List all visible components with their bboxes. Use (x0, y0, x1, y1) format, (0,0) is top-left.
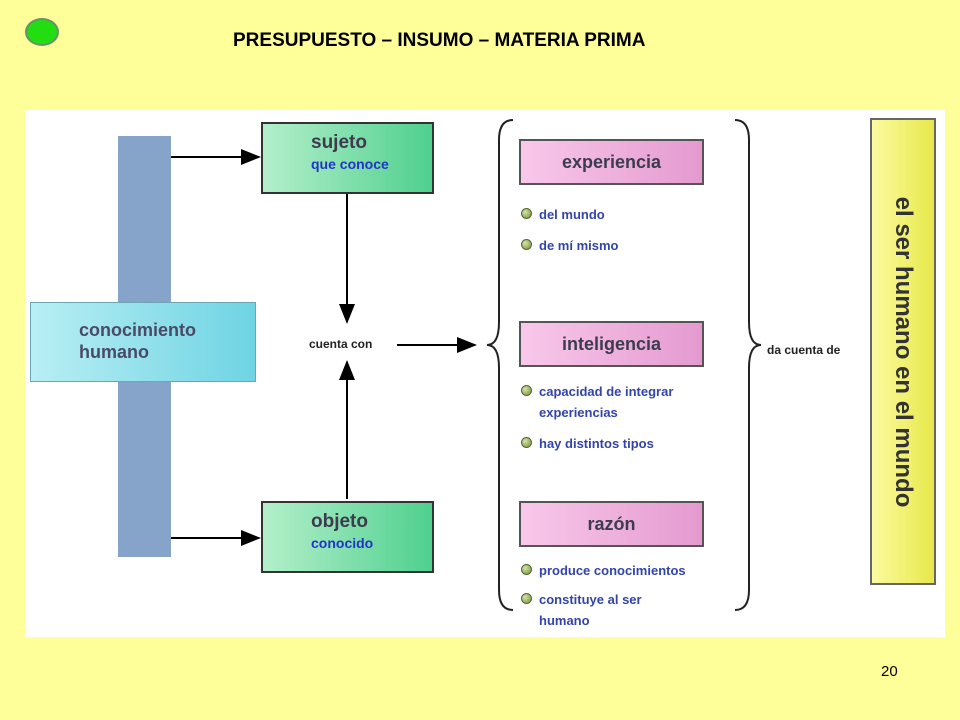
sujeto-title: sujeto (311, 132, 367, 153)
bullet-icon (521, 208, 532, 219)
bullet-icon (521, 239, 532, 250)
connector-arrows (171, 119, 762, 611)
experiencia-title: experiencia (561, 151, 662, 172)
inteligencia-item: capacidad de integrar experiencias (521, 381, 689, 423)
razon-item-text: constituye al ser humano (539, 592, 642, 628)
bullet-icon (521, 564, 532, 575)
razon-item-text: produce conocimientos (539, 563, 686, 578)
bullet-icon (521, 437, 532, 448)
diagram-panel: conocimiento humano sujeto que conoce ob… (25, 110, 945, 637)
conocimiento-humano-box: conocimiento humano (30, 302, 256, 382)
inteligencia-item: hay distintos tipos (521, 433, 689, 454)
inteligencia-item-text: hay distintos tipos (539, 436, 654, 451)
razon-box: razón (519, 501, 704, 547)
razon-title: razón (587, 513, 636, 534)
inteligencia-title: inteligencia (561, 333, 662, 354)
page-number: 20 (881, 663, 898, 680)
da-cuenta-de-label: da cuenta de (767, 343, 841, 357)
left-brace (486, 119, 514, 611)
ser-humano-box: el ser humano en el mundo (870, 118, 936, 585)
sujeto-box: sujeto que conoce (261, 122, 434, 194)
objeto-box: objeto conocido (261, 501, 434, 573)
experiencia-item: del mundo (521, 204, 689, 225)
razon-item: constituye al ser humano (521, 589, 659, 631)
conocimiento-line2: humano (79, 342, 149, 362)
inteligencia-box: inteligencia (519, 321, 704, 367)
cuenta-con-label: cuenta con (309, 337, 373, 351)
inteligencia-item-text: capacidad de integrar experiencias (539, 384, 674, 420)
bullet-icon (521, 593, 532, 604)
sujeto-subtitle: que conoce (311, 156, 389, 172)
experiencia-item-text: del mundo (539, 207, 605, 222)
objeto-subtitle: conocido (311, 535, 374, 551)
experiencia-item: de mí mismo (521, 235, 689, 256)
razon-item: produce conocimientos (521, 560, 714, 581)
objeto-title: objeto (311, 511, 368, 532)
page-title: PRESUPUESTO – INSUMO – MATERIA PRIMA (233, 30, 646, 51)
green-oval-icon (25, 18, 59, 46)
bullet-icon (521, 385, 532, 396)
ser-humano-text: el ser humano en el mundo (890, 196, 917, 507)
right-brace (734, 119, 762, 611)
conocimiento-line1: conocimiento (79, 320, 197, 340)
experiencia-item-text: de mí mismo (539, 238, 619, 253)
experiencia-box: experiencia (519, 139, 704, 185)
